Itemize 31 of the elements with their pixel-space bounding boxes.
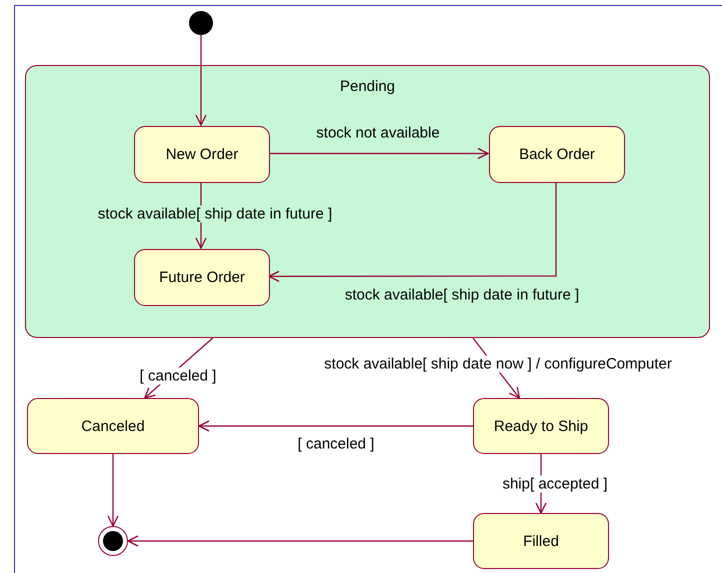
transition-arrow bbox=[195, 35, 207, 126]
transition-arrow bbox=[472, 338, 520, 399]
edge-label: [ canceled ] bbox=[296, 436, 376, 452]
state-label: Filled bbox=[523, 532, 559, 550]
transition-arrow bbox=[269, 148, 489, 160]
transition-arrow bbox=[535, 454, 547, 514]
state-box bbox=[489, 126, 625, 183]
state-label: Back Order bbox=[519, 146, 595, 163]
transition-arrow bbox=[195, 182, 207, 249]
state-label: Future Order bbox=[159, 269, 245, 286]
state-box bbox=[134, 126, 270, 183]
transition-arrow bbox=[107, 454, 119, 527]
edge-label: stock available[ ship date in future ] bbox=[96, 206, 334, 222]
state-box bbox=[27, 398, 199, 454]
edge-label: stock available[ ship date in future ] bbox=[342, 286, 582, 304]
composite-state bbox=[25, 65, 710, 338]
state-box bbox=[134, 249, 270, 306]
state-label: New Order bbox=[166, 146, 238, 163]
state-name: Pending bbox=[338, 78, 396, 95]
transition-arrow bbox=[198, 420, 473, 432]
state-box bbox=[473, 398, 609, 454]
edge-label: stock available[ ship date now ] / configureComputer bbox=[322, 356, 674, 372]
initial-state bbox=[189, 11, 213, 35]
edge-label: [ canceled ] bbox=[138, 368, 218, 384]
state-label: Canceled bbox=[81, 418, 145, 434]
transition-arrow bbox=[144, 338, 214, 399]
transition-arrow bbox=[268, 182, 557, 282]
transition-arrow bbox=[127, 535, 473, 547]
state-box bbox=[473, 513, 609, 569]
final-state bbox=[98, 526, 128, 556]
state-label: Ready to Ship bbox=[494, 418, 588, 434]
